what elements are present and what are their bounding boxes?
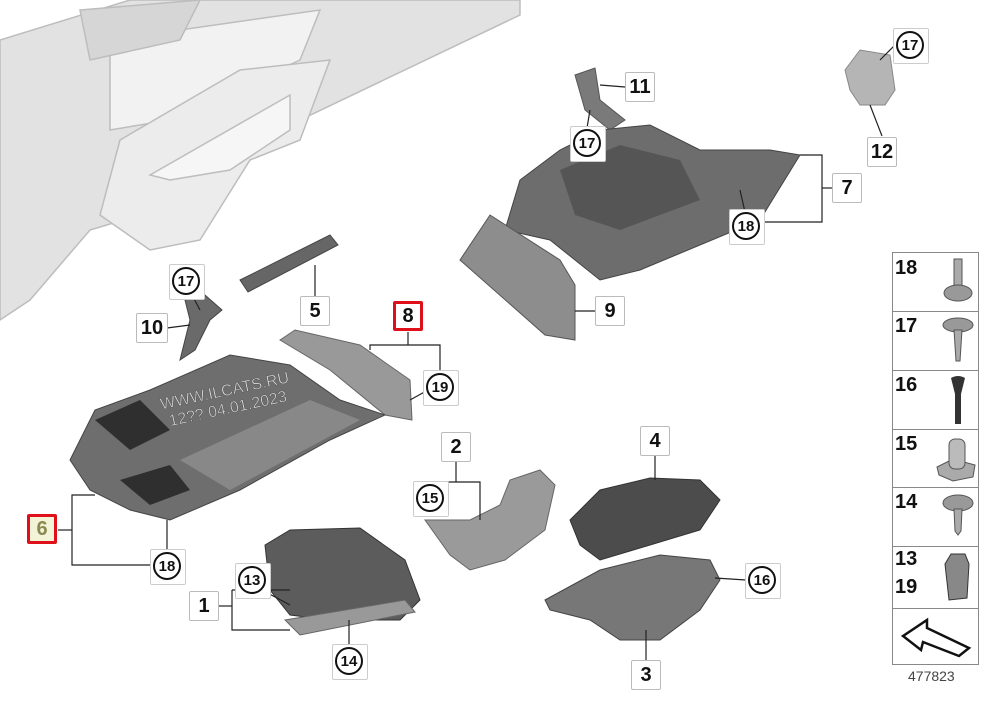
callout-18[interactable]: 18 [729, 209, 765, 245]
dashboard-frame [0, 0, 521, 321]
callout-2[interactable]: 2 [441, 432, 471, 462]
callout-6-highlighted[interactable]: 6 [27, 514, 57, 544]
spring-clip-icon [944, 553, 970, 601]
callout-13[interactable]: 13 [235, 563, 271, 599]
callout-11[interactable]: 11 [625, 72, 655, 102]
clip-icon [943, 258, 973, 302]
callout-label: 17 [896, 31, 924, 59]
part-5 [239, 234, 339, 293]
leader-lines [58, 44, 896, 660]
callout-label: 18 [153, 552, 181, 580]
callout-17[interactable]: 17 [570, 126, 606, 162]
legend-row-arrow [893, 608, 978, 664]
legend-number: 14 [895, 491, 918, 513]
direction-arrow-icon [900, 617, 972, 658]
part-12 [844, 49, 896, 106]
part-10 [179, 294, 223, 362]
nut-clip-icon [936, 438, 976, 482]
diagram-number: 477823 [908, 668, 955, 684]
callout-label: 18 [732, 212, 760, 240]
callout-1[interactable]: 1 [189, 591, 219, 621]
rubber-buffer-icon [951, 376, 965, 424]
callout-label: 17 [172, 267, 200, 295]
legend-row-13-19[interactable]: 13 19 [893, 546, 978, 609]
part-9 [459, 214, 576, 341]
callout-8-highlighted[interactable]: 8 [393, 301, 423, 331]
callout-label: 14 [335, 647, 363, 675]
callout-9[interactable]: 9 [595, 296, 625, 326]
legend-number: 19 [895, 576, 918, 598]
callout-label: 19 [426, 373, 454, 401]
legend-number: 16 [895, 374, 918, 396]
callout-16[interactable]: 16 [745, 563, 781, 599]
callout-19[interactable]: 19 [423, 370, 459, 406]
callout-7[interactable]: 7 [832, 173, 862, 203]
part-4 [569, 477, 721, 561]
callout-label: 17 [573, 129, 601, 157]
callout-17[interactable]: 17 [893, 28, 929, 64]
legend-number: 18 [895, 257, 918, 279]
bolt-icon [942, 494, 974, 536]
part-11 [574, 67, 626, 131]
callout-5[interactable]: 5 [300, 296, 330, 326]
callout-10[interactable]: 10 [136, 313, 168, 343]
part-3 [544, 554, 721, 641]
callout-15[interactable]: 15 [413, 481, 449, 517]
screw-icon [942, 317, 974, 362]
callout-label: 13 [238, 566, 266, 594]
legend-row-15[interactable]: 15 [893, 429, 978, 488]
legend-row-18[interactable]: 18 [893, 253, 978, 312]
part-2 [424, 469, 556, 571]
callout-label: 15 [416, 484, 444, 512]
callout-12[interactable]: 12 [867, 137, 897, 167]
callout-4[interactable]: 4 [640, 426, 670, 456]
callout-14[interactable]: 14 [332, 644, 368, 680]
callout-label: 16 [748, 566, 776, 594]
legend-number: 17 [895, 315, 918, 337]
callout-18[interactable]: 18 [150, 549, 186, 585]
fastener-legend: 18 17 16 15 14 13 19 [892, 252, 979, 665]
callout-17[interactable]: 17 [169, 264, 205, 300]
legend-row-16[interactable]: 16 [893, 370, 978, 430]
legend-row-17[interactable]: 17 [893, 311, 978, 371]
legend-number: 15 [895, 433, 918, 455]
callout-3[interactable]: 3 [631, 660, 661, 690]
legend-row-14[interactable]: 14 [893, 487, 978, 547]
legend-number: 13 [895, 548, 918, 570]
